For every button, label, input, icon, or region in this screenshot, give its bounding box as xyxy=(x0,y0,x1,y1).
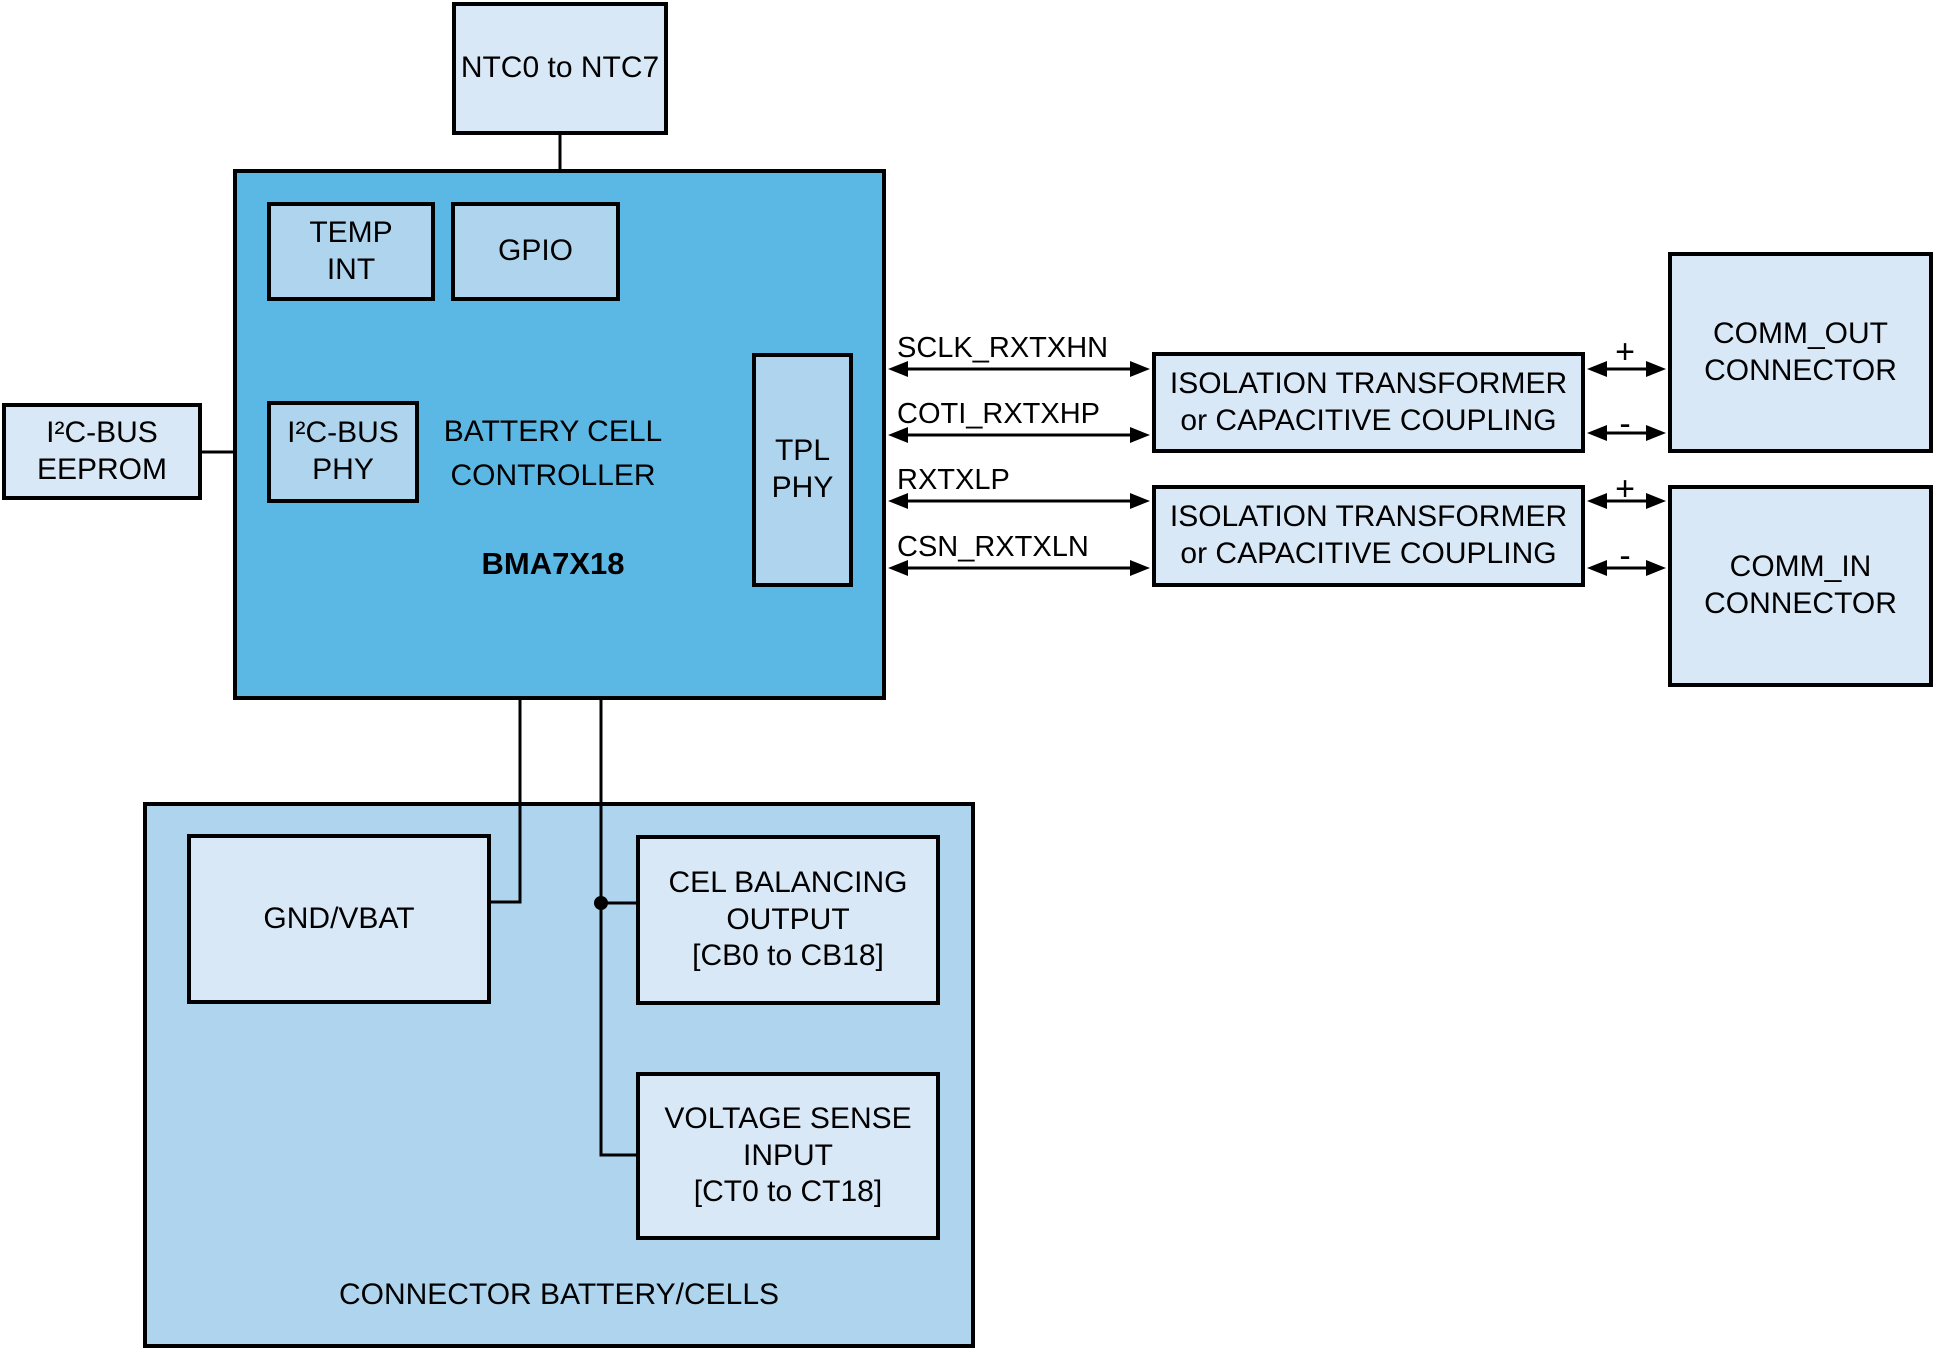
controller-title: BATTERY CELL CONTROLLER BMA7X18 xyxy=(378,366,728,630)
comm-in-minus-label: - xyxy=(1619,537,1631,575)
i2c-bus-phy-box: I²C-BUS PHY xyxy=(267,401,419,503)
cell-balancing-output-label: CEL BALANCING OUTPUT [CB0 to CB18] xyxy=(668,866,908,973)
ntc-box: NTC0 to NTC7 xyxy=(452,2,668,135)
temp-int-box: TEMP INT xyxy=(267,202,435,301)
isolation-transformer-bottom-label: ISOLATION TRANSFORMER or CAPACITIVE COUP… xyxy=(1169,500,1568,570)
isolation-transformer-top-label: ISOLATION TRANSFORMER or CAPACITIVE COUP… xyxy=(1169,366,1568,437)
signal-label-coti-rxtxhp: COTI_RXTXHP xyxy=(897,398,1101,430)
signal-label-rxtxlp: RXTXLP xyxy=(897,464,1010,496)
isolation-transformer-top-box: ISOLATION TRANSFORMER or CAPACITIVE COUP… xyxy=(1152,352,1585,453)
gnd-vbat-label: GND/VBAT xyxy=(263,901,415,935)
controller-title-text: BATTERY CELL CONTROLLER xyxy=(443,415,663,492)
comm-out-connector-box: COMM_OUT CONNECTOR xyxy=(1668,252,1933,453)
gpio-box: GPIO xyxy=(451,202,620,301)
comm-in-connector-label: COMM_IN CONNECTOR xyxy=(1704,550,1897,620)
gnd-vbat-box: GND/VBAT xyxy=(187,834,491,1004)
comm-in-plus-label: + xyxy=(1615,470,1635,508)
ntc-label: NTC0 to NTC7 xyxy=(460,51,660,85)
tpl-phy-label: TPL PHY xyxy=(771,434,834,504)
i2c-bus-phy-label: I²C-BUS PHY xyxy=(287,416,399,486)
isolation-transformer-bottom-box: ISOLATION TRANSFORMER or CAPACITIVE COUP… xyxy=(1152,485,1585,587)
temp-int-label: TEMP INT xyxy=(309,215,393,286)
comm-out-connector-label: COMM_OUT CONNECTOR xyxy=(1704,316,1897,387)
signal-label-sclk-rxtxhn: SCLK_RXTXHN xyxy=(897,332,1109,364)
comm-in-connector-box: COMM_IN CONNECTOR xyxy=(1668,485,1933,687)
connector-battery-cells-caption: CONNECTOR BATTERY/CELLS xyxy=(338,1278,780,1311)
comm-out-plus-label: + xyxy=(1615,333,1635,371)
controller-model: BMA7X18 xyxy=(481,546,625,581)
voltage-sense-input-label: VOLTAGE SENSE INPUT [CT0 to CT18] xyxy=(664,1102,912,1209)
signal-label-csn-rxtxln: CSN_RXTXLN xyxy=(897,531,1089,563)
voltage-sense-input-box: VOLTAGE SENSE INPUT [CT0 to CT18] xyxy=(636,1072,940,1240)
cell-balancing-output-box: CEL BALANCING OUTPUT [CB0 to CB18] xyxy=(636,835,940,1005)
gpio-label: GPIO xyxy=(497,234,573,268)
tpl-phy-box: TPL PHY xyxy=(752,353,853,587)
i2c-bus-eeprom-label: I²C-BUS EEPROM xyxy=(36,415,168,486)
i2c-bus-eeprom-box: I²C-BUS EEPROM xyxy=(2,403,202,500)
comm-out-minus-label: - xyxy=(1619,405,1631,443)
